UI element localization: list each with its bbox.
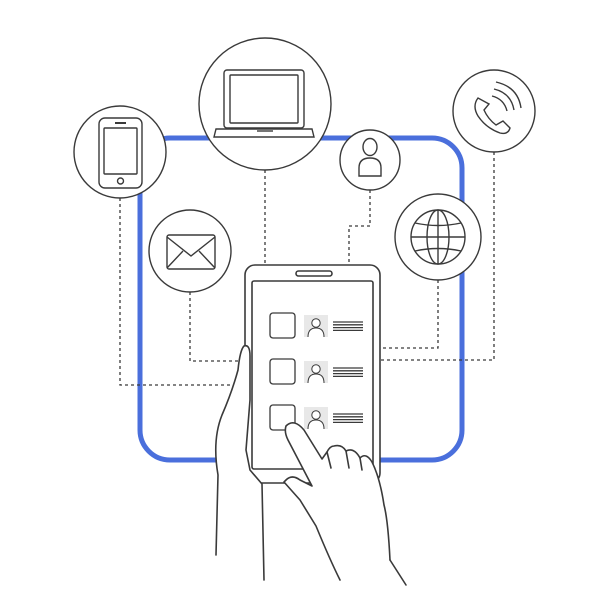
smartphone-node: [73, 105, 167, 199]
contact-text-lines: [333, 367, 363, 378]
phone-call-icon: [474, 81, 522, 135]
mail-node: [148, 209, 232, 293]
contact-text-lines: [333, 413, 363, 424]
user-node: [339, 129, 401, 191]
laptop-node: [198, 37, 332, 171]
contact-row[interactable]: [269, 358, 363, 385]
avatar-icon: [304, 407, 328, 430]
phone-speaker: [295, 270, 333, 277]
contact-row[interactable]: [269, 312, 363, 339]
avatar-icon: [304, 315, 328, 338]
contact-row[interactable]: [269, 404, 363, 431]
globe-icon: [410, 209, 466, 265]
user-icon: [358, 137, 382, 177]
contact-checkbox[interactable]: [269, 358, 296, 385]
contact-list: [269, 312, 363, 431]
connector-smartphone: [119, 198, 245, 386]
left-hand: [214, 344, 265, 581]
right-hand: [283, 422, 391, 581]
laptop-icon: [213, 69, 315, 138]
dashed-connectors: [119, 152, 495, 386]
connector-phone-call: [380, 152, 495, 361]
globe-node: [394, 193, 482, 281]
connector-globe: [380, 280, 439, 349]
connector-user: [348, 190, 371, 267]
phone-call-node: [452, 69, 536, 153]
right-wrist-edge: [389, 559, 407, 586]
avatar-icon: [304, 361, 328, 384]
contact-text-lines: [333, 321, 363, 332]
right-hand-knuckles: [326, 450, 363, 471]
hands: [214, 344, 407, 586]
mail-icon: [166, 234, 216, 270]
contact-checkbox[interactable]: [269, 312, 296, 339]
smartphone-icon: [98, 117, 143, 189]
connector-mail: [189, 292, 245, 362]
